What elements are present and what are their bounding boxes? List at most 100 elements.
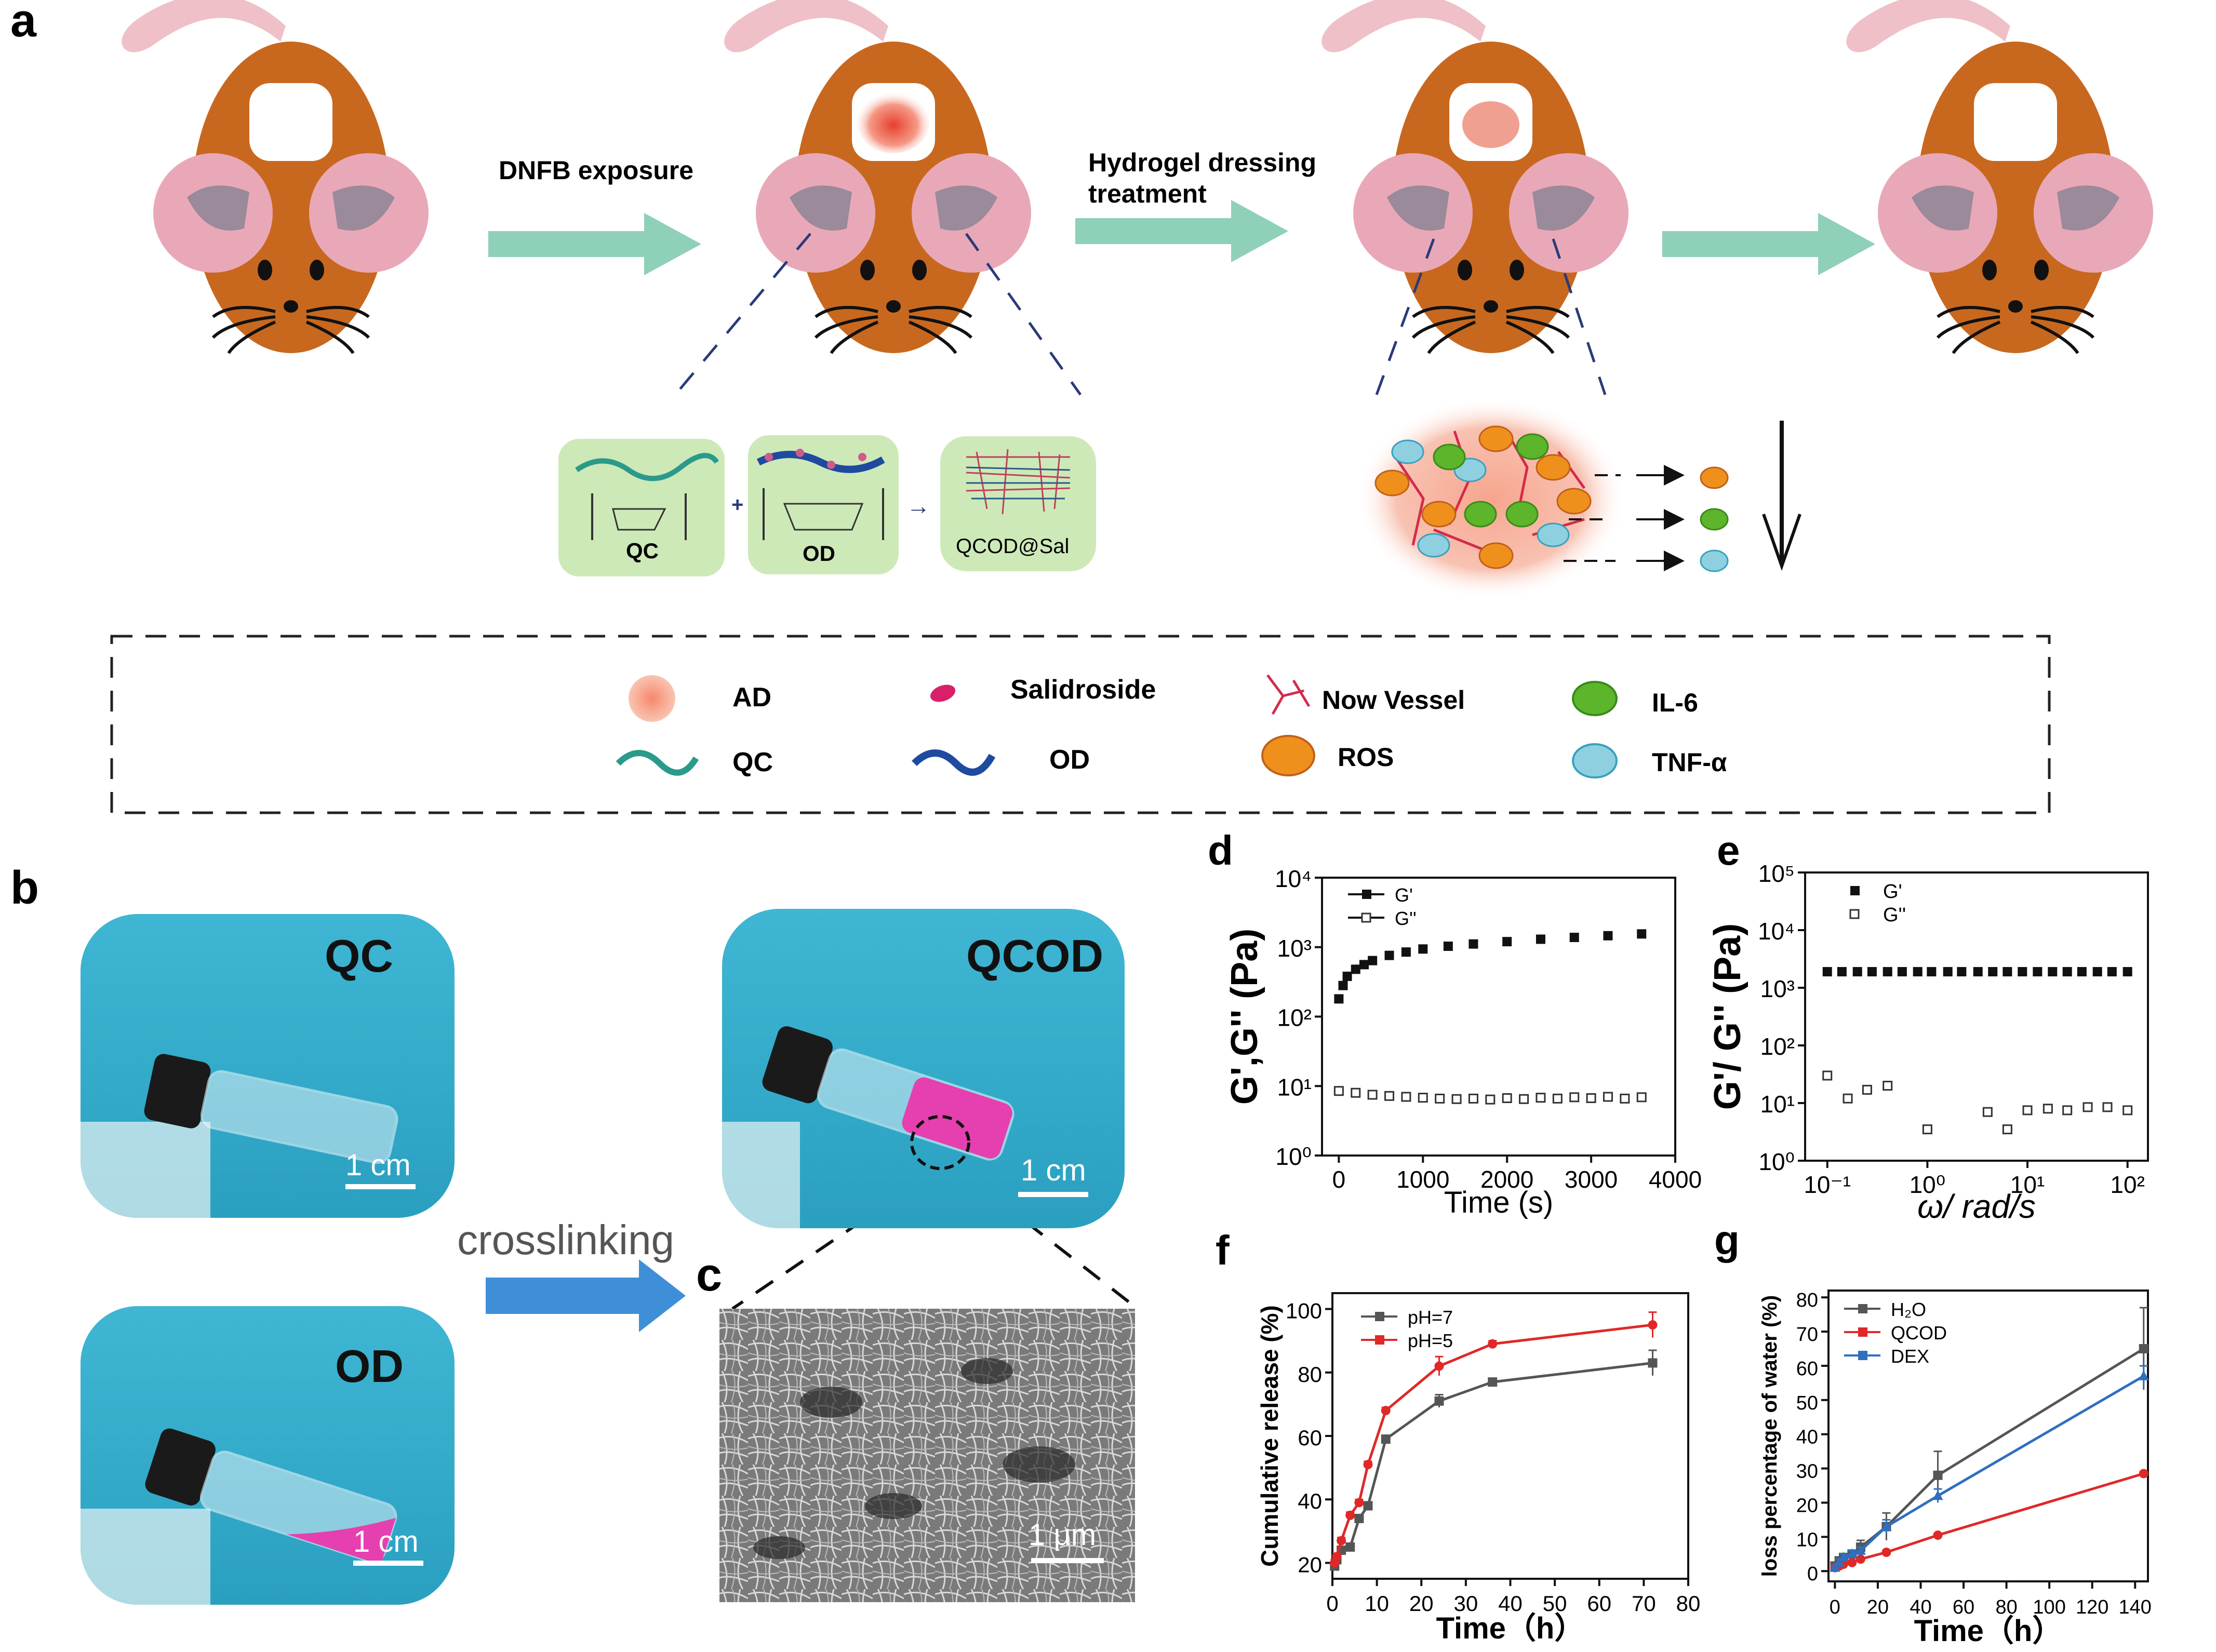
y-tick-label-g: 40 [1796,1427,1818,1448]
data-point-d [1569,933,1579,943]
x-tick-label-g: 40 [1910,1596,1931,1618]
vial-qc [81,1054,398,1218]
data-point-g [1855,1544,1866,1555]
data-point-e [1883,967,1892,977]
data-point-e [1982,1107,1993,1117]
data-point-g [2139,1469,2148,1479]
data-point-e [2048,967,2058,977]
y-tick-label-g: 50 [1796,1392,1818,1414]
data-point-g [1932,1490,1943,1500]
data-point-f [1363,1501,1373,1511]
panel-letter-b: b [10,862,39,914]
legend-od-icon [912,749,996,776]
y-tick-label-d: 10¹ [1277,1073,1312,1100]
y-tick-label-g: 30 [1796,1461,1818,1483]
sem-scale-bar [1031,1558,1104,1563]
data-point-d [1333,1086,1344,1096]
legend-qc-label: QC [732,747,773,777]
data-point-f [1332,1552,1342,1562]
data-point-g [1847,1548,1858,1559]
x-tick-label-g: 60 [1953,1596,1974,1618]
x-tick-label-f: 30 [1454,1591,1478,1616]
data-point-d [1502,937,1512,947]
series-line-f [1333,1361,1653,1567]
data-point-d [1603,1092,1613,1102]
data-point-e [1973,967,1983,977]
mouse-4 [1846,0,2153,353]
data-point-f [1354,1513,1364,1523]
data-point-g [1830,1562,1840,1572]
data-point-d [1384,950,1394,960]
data-point-e [1883,1081,1893,1091]
data-point-e [1837,967,1847,977]
legend-ros-icon [1261,735,1315,776]
y-tick-label-e: 10⁰ [1758,1148,1795,1175]
y-axis-label-d: G',G'' (Pa) [1224,929,1265,1105]
data-point-g [1834,1556,1845,1567]
x-tick-label-g: 20 [1867,1596,1889,1618]
data-point-e [1897,967,1907,977]
data-point-e [2062,967,2072,977]
data-point-g [1847,1557,1857,1567]
data-point-d [1342,971,1352,981]
chart-d-frame [1321,877,1676,1157]
crosslinking-arrow [486,1259,686,1332]
photo-qc-scale-bar [345,1184,416,1189]
data-point-f [1434,1396,1444,1406]
data-point-d [1569,1092,1580,1103]
y-tick-label-f: 80 [1298,1362,1322,1387]
data-point-d [1536,934,1545,944]
series-line-g [1834,1375,2145,1569]
data-point-e [2022,1105,2033,1116]
data-point-g [1838,1551,1849,1562]
legend-label-e: G'' [1883,904,1906,926]
data-point-f [1434,1361,1444,1371]
y-tick-label-d: 10³ [1277,935,1312,962]
data-point-d [1485,1094,1496,1105]
data-point-f [1381,1406,1391,1416]
data-point-d [1469,939,1478,949]
x-tick-label-d: 4000 [1649,1166,1702,1193]
legend-label-e: G' [1883,881,1902,903]
legend-label-g: H₂O [1891,1299,1926,1320]
x-tick-label-d: 0 [1332,1166,1346,1193]
data-point-d [1451,1094,1462,1104]
panel-letter-f: f [1216,1227,1230,1273]
data-point-d [1636,1092,1647,1103]
x-tick-label-f: 20 [1409,1591,1434,1616]
data-point-e [1822,967,1832,977]
x-tick-label-g: 140 [2119,1596,2152,1618]
data-point-e [1922,1124,1932,1135]
chart-g-frame [1827,1290,2149,1582]
mouse-2 [724,0,1031,353]
data-point-e [1943,967,1953,977]
data-point-d [1367,1090,1378,1100]
data-point-e [2122,1105,2133,1116]
y-axis-label-f: Cumulative release (%) [1256,1305,1283,1567]
chart-e-frame [1804,871,2149,1162]
data-point-d [1368,956,1378,965]
data-point-e [1927,967,1937,977]
y-tick-label-d: 10⁴ [1275,865,1312,892]
data-point-g [1933,1470,1943,1480]
component-product-label: QCOD@Sal [956,535,1069,558]
data-point-e [1988,967,1998,977]
y-axis-label-g: loss percentage of water (%) [1758,1295,1781,1577]
x-axis-label-g: Time（h） [1914,1614,2063,1648]
data-point-d [1552,1093,1563,1104]
panel-letter-g: g [1714,1217,1740,1263]
photo-od-scale-bar [353,1561,423,1566]
component-plus: + [731,493,743,516]
data-point-f [1381,1434,1391,1444]
process-arrow-1 [488,213,701,275]
data-point-e [1867,967,1877,977]
data-point-e [1822,1070,1833,1081]
component-product-box: QCOD@Sal [940,436,1096,571]
x-tick-label-g: 100 [2033,1596,2065,1618]
x-tick-label-g: 80 [1995,1596,2017,1618]
decrease-arrow [1762,421,1801,571]
data-point-e [2003,967,2012,977]
